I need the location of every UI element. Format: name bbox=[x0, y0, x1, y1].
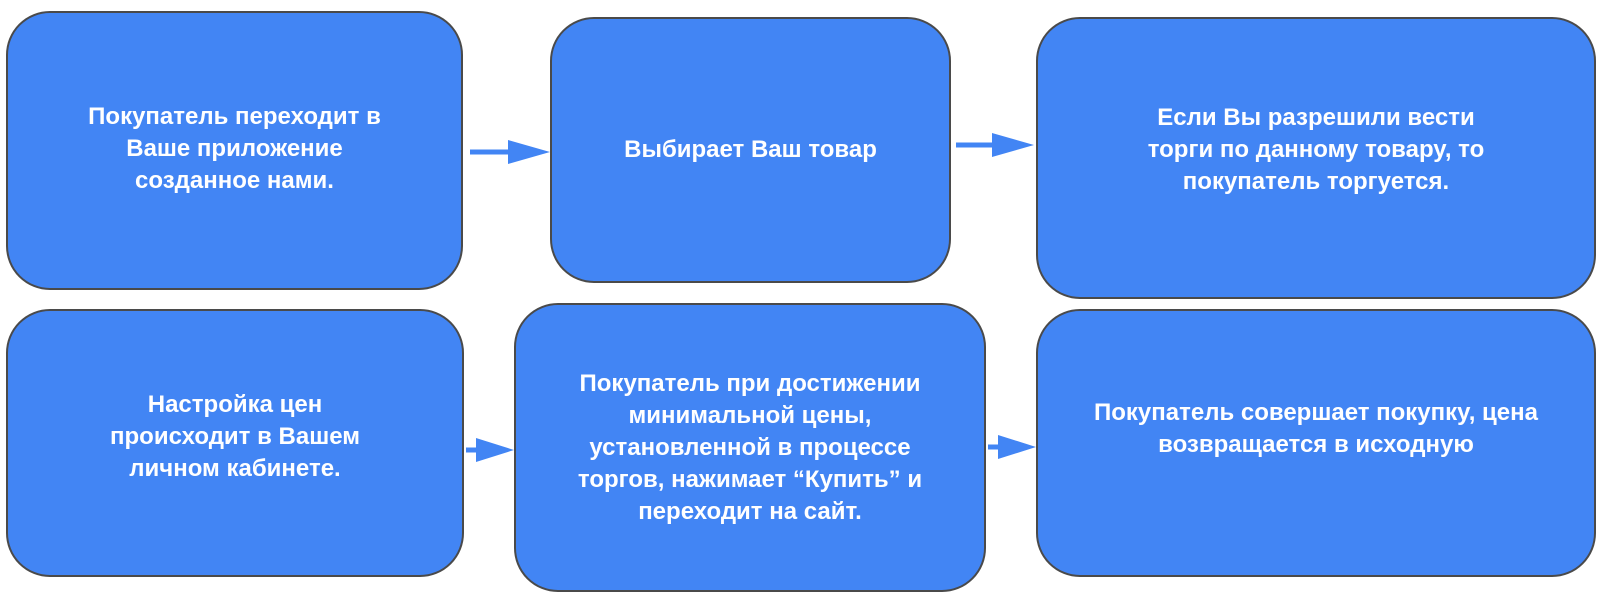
node-buyer-clicks-buy: Покупатель при достижении минимальной це… bbox=[514, 303, 986, 592]
arrow-n1-n2 bbox=[470, 140, 550, 164]
node-purchase-complete: Покупатель совершает покупку, цена возвр… bbox=[1036, 309, 1596, 577]
arrow-n5-n6 bbox=[988, 435, 1036, 459]
node-text: Выбирает Ваш товар bbox=[624, 136, 877, 163]
node-buyer-bargains: Если Вы разрешили вести торги по данному… bbox=[1036, 17, 1596, 299]
node-buyer-opens-app: Покупатель переходит в Ваше приложение с… bbox=[6, 11, 463, 290]
arrow-n4-n5 bbox=[466, 438, 514, 462]
arrow-n2-n3 bbox=[956, 133, 1034, 157]
node-text: Покупатель при достижении минимальной це… bbox=[577, 369, 923, 525]
node-text: Настройка цен происходит в Вашем личном … bbox=[110, 391, 360, 482]
node-text: Покупатель переходит в Ваше приложение с… bbox=[88, 102, 381, 194]
node-selects-product: Выбирает Ваш товар bbox=[550, 17, 951, 283]
node-text: Покупатель совершает покупку, цена возвр… bbox=[1094, 399, 1538, 458]
node-text: Если Вы разрешили вести торги по данному… bbox=[1147, 104, 1485, 195]
node-price-settings: Настройка цен происходит в Вашем личном … bbox=[6, 309, 464, 577]
